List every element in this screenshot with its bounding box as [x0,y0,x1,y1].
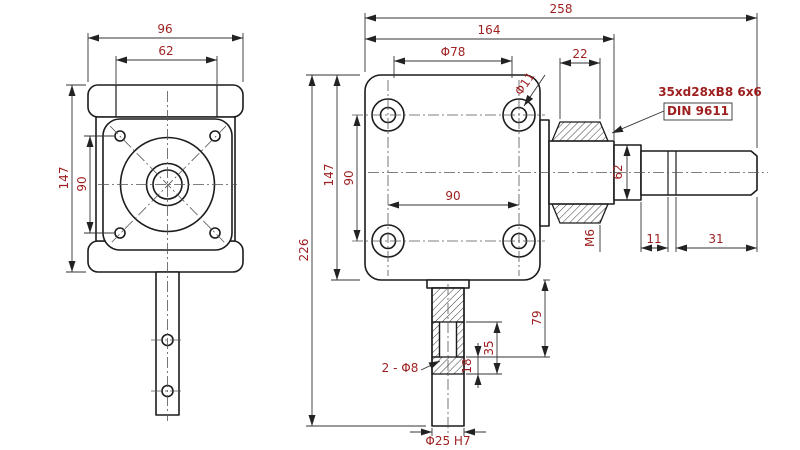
dim-total-length: 258 [550,2,573,16]
label-bore: Φ25 H7 [425,434,470,448]
right-view-dimensions: 258 164 Φ78 22 Φ11 90 226 147 90 62 M6 1… [297,2,762,448]
left-view-dimensions: 96 62 147 90 [57,22,244,273]
label-cross-holes: 2 - Φ8 [382,361,419,375]
mounting-flange-top [87,84,244,118]
pto-spline-shaft [539,119,758,227]
label-spline-spec: 35xd28xB8 6x6 [658,85,762,99]
dim-total-height: 226 [297,239,311,262]
right-view-housing [364,74,541,281]
left-view-centerlines [98,91,237,421]
centerline-diagonal [109,125,227,245]
section-hatch [455,321,465,358]
dim-hole-spacing-horizontal: 90 [445,189,460,203]
dim-hole-spacing-front: 90 [75,176,89,191]
dim-thread: M6 [583,229,597,247]
dim-shaft-end-length: 31 [708,232,723,246]
dim-hub-length: 79 [530,310,544,325]
spline-teeth-top [551,121,609,142]
dim-width-outer: 96 [157,22,172,36]
dim-bore-depth: 35 [482,340,496,355]
din-label-box [663,102,733,121]
right-view: 258 164 Φ78 22 Φ11 90 226 147 90 62 M6 1… [297,2,768,448]
dim-height-front: 147 [57,167,71,190]
left-view: 96 62 147 90 [57,22,244,421]
spline-teeth-bottom [551,203,609,224]
dim-step: 18 [460,358,474,373]
dim-pilot-dia: Φ78 [441,45,466,59]
label-spline-standard: DIN 9611 [667,104,729,118]
dim-flange-length: 164 [478,23,501,37]
output-hub-section [426,279,470,427]
right-view-centerlines [352,80,768,438]
bolt-hole [114,227,126,239]
dim-spline-length: 22 [572,47,587,61]
dim-shaft-dia: 62 [611,164,625,179]
section-hatch [431,321,441,358]
left-view-housing [87,84,244,273]
dim-height-side: 147 [322,164,336,187]
dim-groove-position: 11 [646,232,661,246]
shaft-collar [539,119,550,227]
shaft-end [640,150,758,196]
dim-width-inner: 62 [158,44,173,58]
bolt-hole [209,130,221,142]
dim-hole-spacing-vertical: 90 [342,170,356,185]
